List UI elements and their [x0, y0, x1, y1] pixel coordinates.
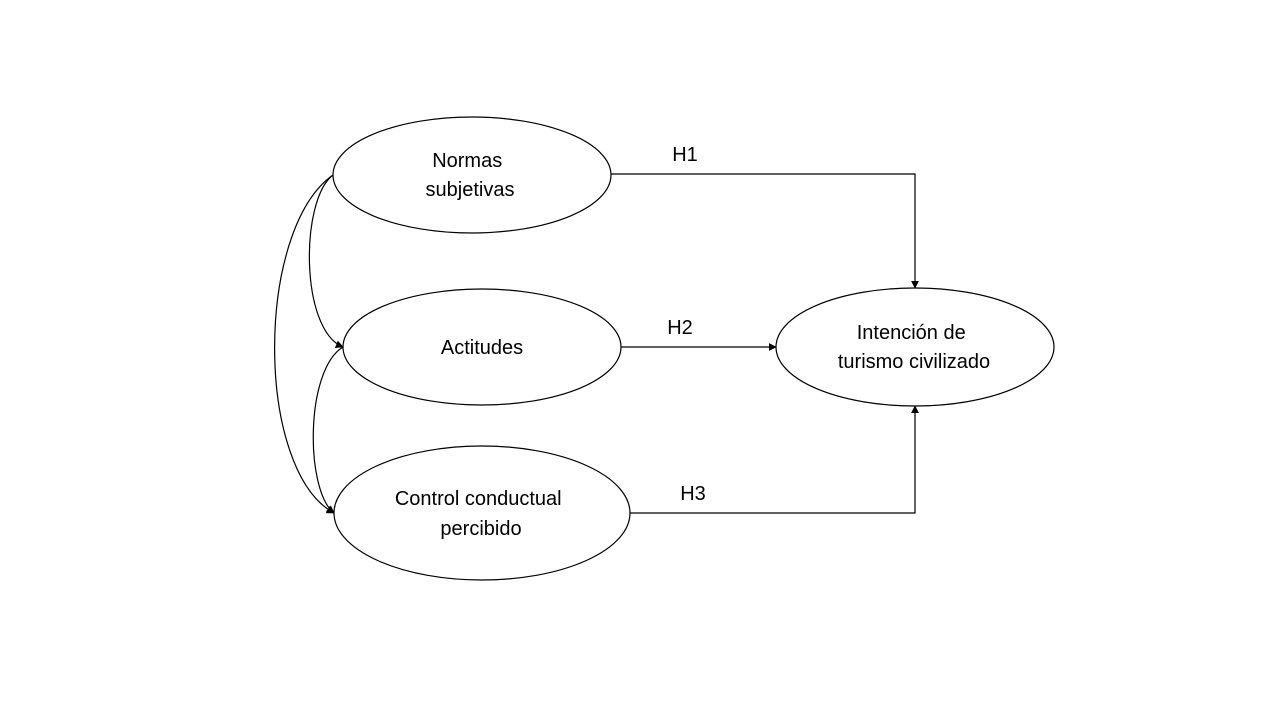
node-intencion-turismo-civilizado: Intención de turismo civilizado	[775, 287, 1055, 407]
edge-h2-label: H2	[667, 317, 693, 339]
svg-text:Actitudes: Actitudes	[441, 337, 523, 359]
node-normas-label-line-1: Normas	[432, 150, 502, 172]
node-actitudes: Actitudes	[342, 288, 622, 406]
edge-h3-label: H3	[680, 483, 706, 505]
correlation-normas-actitudes	[308, 167, 344, 349]
edge-h1-label: H1	[672, 144, 698, 166]
correlation-normas-control	[274, 167, 342, 514]
node-intencion-label-line-1: Intención de	[857, 322, 966, 344]
svg-text:Intención de turismo civ: Intención de turismo civilizado	[838, 322, 990, 373]
node-intencion-label-line-2: turismo civilizado	[838, 351, 990, 373]
node-control-label-line-1: Control conductual	[395, 488, 562, 510]
node-control-conductual-percibido: Control conductual percibido	[333, 445, 631, 581]
svg-text:Control conductual perci: Control conductual percibido	[395, 488, 567, 540]
edge-h3	[630, 405, 919, 514]
correlation-actitudes-control	[312, 339, 352, 514]
node-normas-subjetivas: Normas subjetivas	[332, 116, 612, 234]
svg-text:Normas subjetivas: Normas subjetivas	[426, 150, 515, 201]
node-normas-label-line-2: subjetivas	[426, 179, 515, 201]
node-actitudes-label: Actitudes	[441, 337, 523, 359]
edge-h1	[611, 173, 919, 289]
node-control-label-line-2: percibido	[440, 518, 521, 540]
